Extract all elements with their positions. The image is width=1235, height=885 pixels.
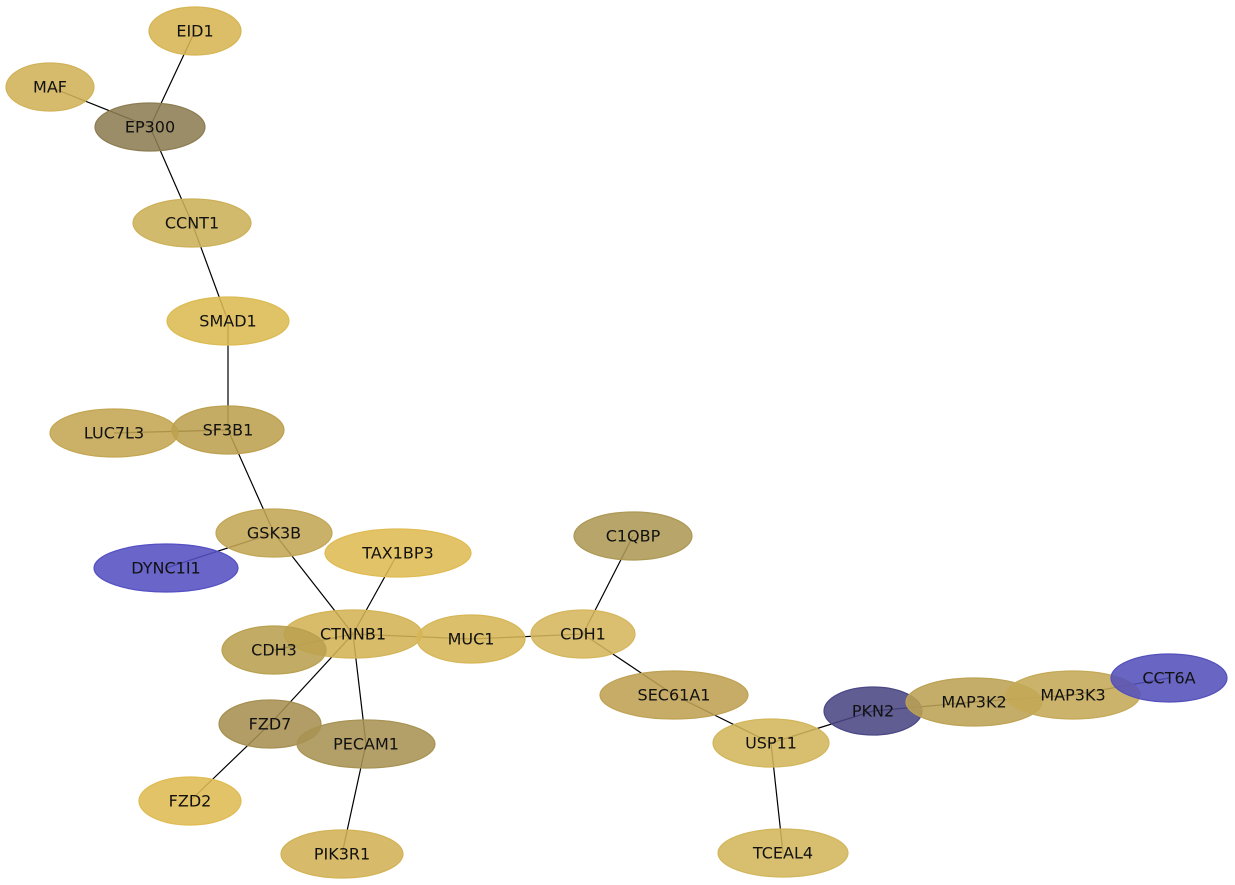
node-fzd2[interactable]: FZD2 [138, 776, 242, 826]
node-label: FZD2 [169, 792, 212, 811]
node-label: PKN2 [852, 702, 894, 721]
node-label: MAP3K2 [941, 693, 1006, 712]
node-shape [280, 829, 404, 879]
node-shape [296, 719, 436, 769]
node-label: MAF [33, 78, 67, 97]
node-smad1[interactable]: SMAD1 [166, 296, 290, 346]
node-shape [171, 405, 285, 455]
node-fzd7[interactable]: FZD7 [218, 699, 322, 749]
node-maf[interactable]: MAF [5, 62, 95, 112]
node-shape [324, 528, 472, 578]
node-label: SF3B1 [203, 421, 254, 440]
node-shape [218, 699, 322, 749]
node-shape [1110, 653, 1228, 703]
node-shape [93, 543, 239, 593]
node-shape [416, 614, 526, 664]
node-label: USP11 [745, 734, 797, 753]
node-label: EID1 [176, 22, 213, 41]
node-pecam1[interactable]: PECAM1 [296, 719, 436, 769]
node-cdh1[interactable]: CDH1 [530, 609, 636, 659]
node-pkn2[interactable]: PKN2 [823, 686, 923, 736]
node-tax1bp3[interactable]: TAX1BP3 [324, 528, 472, 578]
node-shape [166, 296, 290, 346]
node-shape [148, 6, 242, 56]
node-label: LUC7L3 [84, 424, 144, 443]
node-tceal4[interactable]: TCEAL4 [717, 828, 849, 878]
node-usp11[interactable]: USP11 [712, 718, 830, 768]
node-shape [138, 776, 242, 826]
node-luc7l3[interactable]: LUC7L3 [49, 408, 179, 458]
node-ccnt1[interactable]: CCNT1 [132, 198, 252, 248]
node-shape [712, 718, 830, 768]
node-shape [94, 102, 206, 152]
node-shape [599, 670, 749, 720]
node-cdh3[interactable]: CDH3 [221, 625, 327, 675]
node-label: C1QBP [606, 527, 661, 546]
node-label: TAX1BP3 [361, 544, 433, 563]
node-ep300[interactable]: EP300 [94, 102, 206, 152]
node-gsk3b[interactable]: GSK3B [215, 508, 333, 558]
node-label: FZD7 [249, 715, 292, 734]
node-sf3b1[interactable]: SF3B1 [171, 405, 285, 455]
node-shape [573, 511, 693, 561]
node-map3k3[interactable]: MAP3K3 [1005, 670, 1141, 720]
node-shape [530, 609, 636, 659]
node-label: GSK3B [247, 524, 301, 543]
node-label: TCEAL4 [752, 844, 813, 863]
node-label: CCNT1 [165, 214, 219, 233]
node-dync1i1[interactable]: DYNC1I1 [93, 543, 239, 593]
node-shape [5, 62, 95, 112]
node-label: CDH3 [251, 641, 297, 660]
node-shape [221, 625, 327, 675]
node-shape [132, 198, 252, 248]
node-label: MAP3K3 [1040, 686, 1105, 705]
node-label: SEC61A1 [638, 686, 711, 705]
node-label: MUC1 [448, 630, 495, 649]
node-label: PECAM1 [333, 735, 399, 754]
node-shape [215, 508, 333, 558]
node-label: EP300 [125, 118, 175, 137]
node-label: PIK3R1 [314, 845, 370, 864]
node-shape [717, 828, 849, 878]
node-label: DYNC1I1 [131, 559, 200, 578]
node-label: CTNNB1 [320, 625, 386, 644]
node-label: CDH1 [560, 625, 606, 644]
node-muc1[interactable]: MUC1 [416, 614, 526, 664]
node-label: CCT6A [1142, 669, 1195, 688]
node-sec61a1[interactable]: SEC61A1 [599, 670, 749, 720]
node-eid1[interactable]: EID1 [148, 6, 242, 56]
node-label: SMAD1 [199, 312, 256, 331]
node-cct6a[interactable]: CCT6A [1110, 653, 1228, 703]
node-c1qbp[interactable]: C1QBP [573, 511, 693, 561]
node-pik3r1[interactable]: PIK3R1 [280, 829, 404, 879]
